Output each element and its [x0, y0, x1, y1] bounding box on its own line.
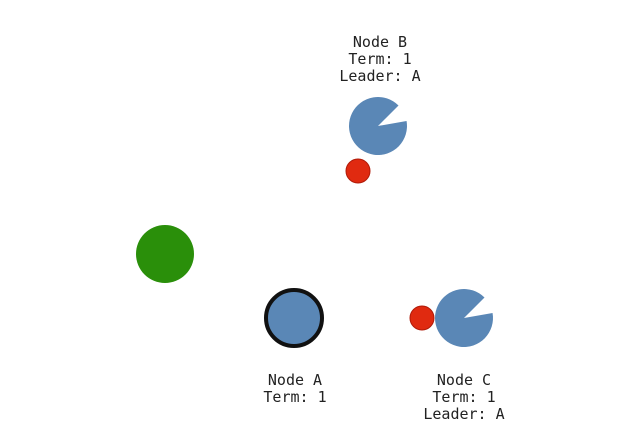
message-to-b	[345, 158, 371, 184]
node-a-term: Term: 1	[263, 388, 327, 406]
node-c-circle	[435, 288, 493, 347]
node-a-circle	[264, 288, 324, 348]
node-c-name: Node C	[436, 371, 492, 389]
node-b-term: Term: 1	[348, 50, 412, 68]
node-b-circle	[348, 96, 407, 155]
message-to-c	[409, 305, 435, 331]
node-a-label: Node A Term: 1	[235, 372, 355, 406]
node-c-term: Term: 1	[432, 388, 496, 406]
node-b-label: Node B Term: 1 Leader: A	[320, 34, 440, 85]
node-b-name: Node B	[352, 33, 408, 51]
node-a-name: Node A	[267, 371, 323, 389]
node-b-leader: Leader: A	[339, 67, 421, 85]
node-c-leader: Leader: A	[423, 405, 505, 423]
node-c-label: Node C Term: 1 Leader: A	[404, 372, 524, 423]
client-node	[136, 225, 194, 283]
